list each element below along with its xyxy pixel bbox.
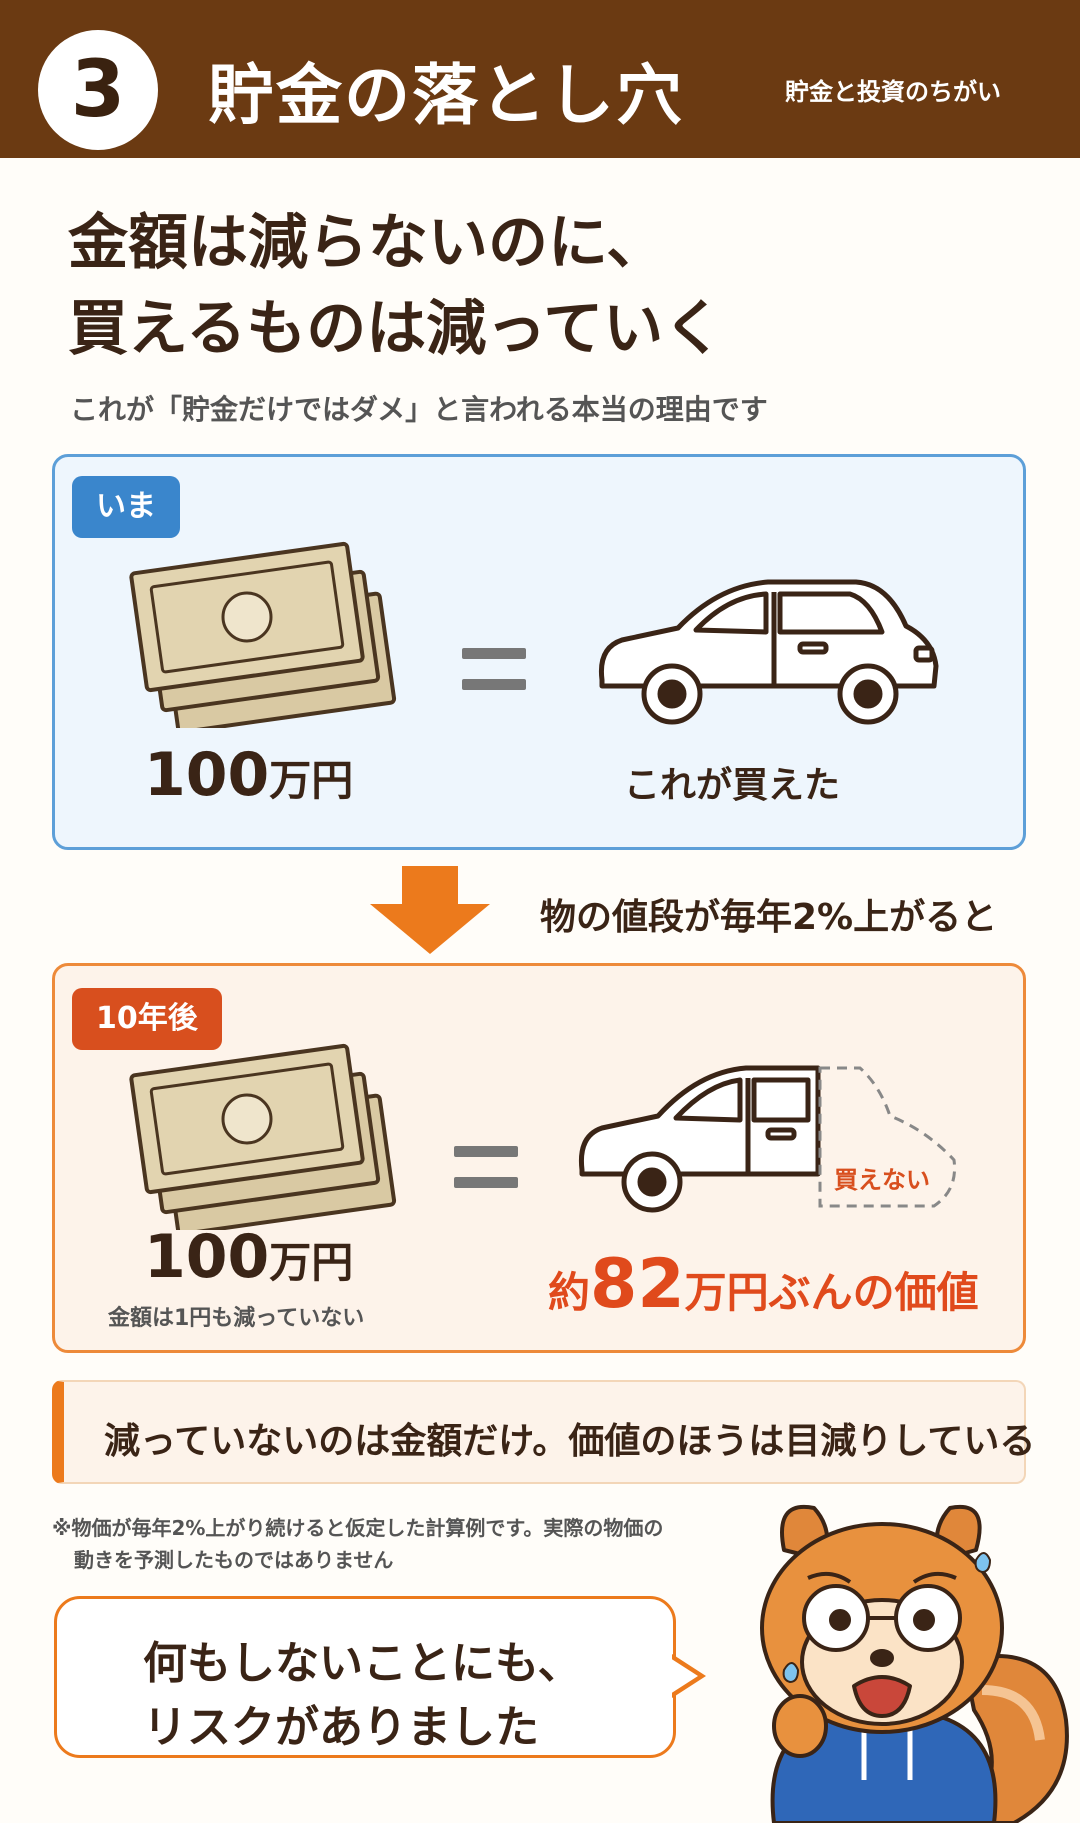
value-prefix: 約 [548,1268,591,1317]
banknotes-icon [129,1043,397,1230]
headline: 金額は減らないのに、 買えるものは減っていく [68,200,723,372]
summary-text: 減っていないのは金額だけ。価値のほうは目減りしている [104,1421,1036,1462]
speech-bubble-tail-inner [670,1658,698,1694]
later-amount-unit: 万円 [269,1238,354,1287]
value-suffix: 万円ぶんの価値 [684,1268,979,1317]
price-rise-label: 物の値段が毎年2%上がると [540,897,998,938]
equals-sign [462,648,526,690]
speech-line-2: リスクがありました [143,1702,539,1753]
subheadline: これが「貯金だけではダメ」と言われる本当の理由です [70,393,768,426]
speech-line-1: 何もしないことにも、 [143,1638,582,1689]
now-amount-number: 100 [144,740,270,810]
car-icon [598,579,939,725]
later-amount-note: 金額は1円も減っていない [108,1306,365,1331]
speech-bubble: 何もしないことにも、 リスクがありました [54,1596,676,1758]
section-number-badge: 3 [38,30,158,150]
remaining-value: 約82万円ぶんの価値 [548,1245,979,1324]
now-amount: 100万円 [144,740,353,810]
section-subtitle: 貯金と投資のちがい [785,78,1001,106]
down-arrow-head [370,904,490,954]
footnote-line-2: 動きを予測したものではありません [74,1548,394,1572]
section-title: 貯金の落とし穴 [208,57,684,134]
later-amount-number: 100 [144,1222,270,1292]
headline-line-2: 買えるものは減っていく [68,294,724,364]
now-result: これが買えた [624,765,841,806]
later-amount: 100万円 [144,1222,353,1292]
worried-squirrel-mascot-icon [760,1504,1069,1823]
banknotes-icon [129,541,397,728]
partial-car-icon [578,1065,957,1213]
equals-sign [454,1146,518,1188]
now-amount-unit: 万円 [269,756,354,805]
later-tag: 10年後 [72,988,222,1050]
summary-box: 減っていないのは金額だけ。価値のほうは目減りしている [52,1380,1035,1484]
now-tag: いま [72,476,180,538]
footnote: ※物価が毎年2%上がり続けると仮定した計算例です。実際の物価の 動きを予測したも… [52,1512,663,1576]
cannot-buy-label: 買えない [834,1166,930,1194]
footnote-line-1: ※物価が毎年2%上がり続けると仮定した計算例です。実際の物価の [52,1516,664,1540]
value-number: 82 [590,1245,685,1324]
headline-line-1: 金額は減らないのに、 [68,208,667,278]
down-arrow-icon [402,866,458,906]
section-header: 3 貯金の落とし穴 貯金と投資のちがい [0,0,1080,158]
